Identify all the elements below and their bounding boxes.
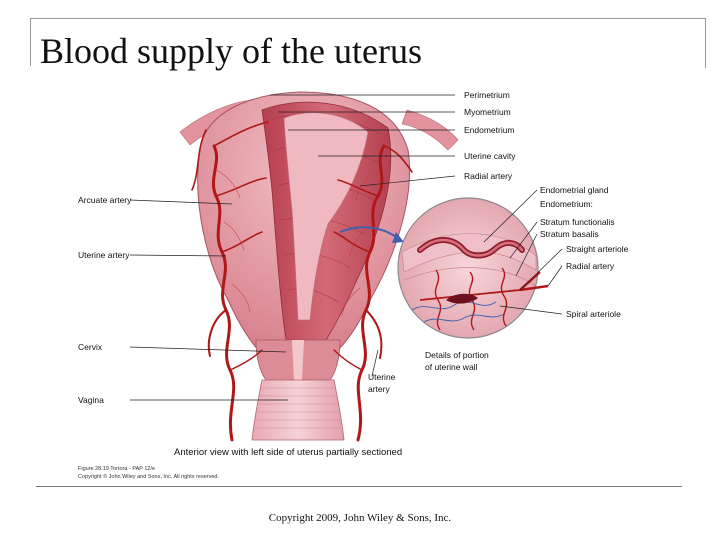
label-endometrial-gland: Endometrial gland [540,185,609,195]
label-straight-arteriole: Straight arteriole [566,244,629,254]
label-stratum-functionalis: Stratum functionalis [540,217,615,227]
label-radial-artery: Radial artery [464,171,513,181]
slide-title: Blood supply of the uterus [40,31,422,71]
uterus-illustration [179,91,459,442]
label-endometrium: Endometrium [464,125,515,135]
figure-caption: Anterior view with left side of uterus p… [174,447,402,458]
figure-credit-line1: Figure 28.19 Tortora - PAP 12/e [78,466,155,472]
leader-lines [129,94,563,401]
slide-frame-left [30,18,31,66]
slide-footer: Copyright 2009, John Wiley & Sons, Inc. [268,512,452,524]
label-details-line2: of uterine wall [425,362,478,372]
label-spiral-arteriole: Spiral arteriole [566,309,621,319]
label-details-line1: Details of portion [425,350,489,360]
label-stratum-basalis: Stratum basalis [540,229,599,239]
inset-arrow-head [392,232,404,243]
label-myometrium: Myometrium [464,107,511,117]
label-cervix: Cervix [78,342,103,352]
label-radial-artery-inset: Radial artery [566,261,615,271]
inset-arrow [339,226,399,239]
label-endometrium-heading: Endometrium: [540,199,593,209]
label-uterine-artery-left: Uterine artery [78,250,130,260]
label-uterine-artery-right-line1: Uterine [368,372,396,382]
bottom-rule [36,486,682,487]
label-uterine-artery-right-line2: artery [368,384,390,394]
figure-credit-line2: Copyright © John Wiley and Sons, Inc. Al… [78,473,219,480]
label-uterine-cavity: Uterine cavity [464,151,516,161]
label-arcuate-artery: Arcuate artery [78,195,132,205]
slide-frame-top [30,18,706,19]
uterine-wall-inset [339,197,549,339]
label-perimetrium: Perimetrium [464,90,510,100]
slide-frame-right [705,18,706,68]
label-vagina: Vagina [78,395,104,405]
